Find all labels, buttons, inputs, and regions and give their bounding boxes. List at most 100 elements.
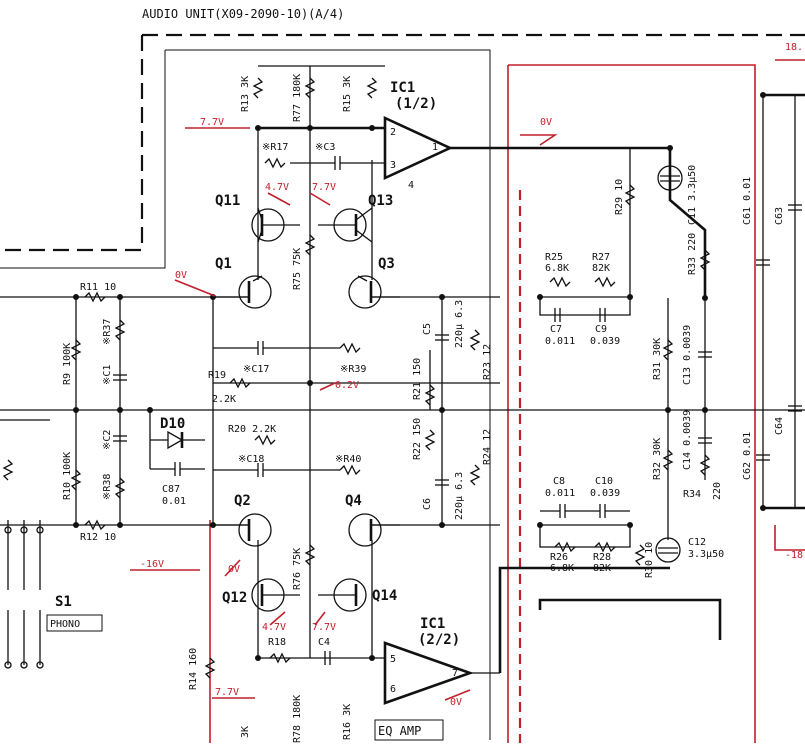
transistor-q4 bbox=[348, 513, 400, 547]
resistor-r22 bbox=[424, 429, 436, 451]
capacitor-c3 bbox=[290, 156, 385, 170]
transistor-q11 bbox=[251, 207, 300, 243]
label-c13: C13 0.0039 bbox=[682, 325, 693, 385]
label-r77: R77 180K bbox=[292, 74, 303, 122]
label-r23: R23 12 bbox=[482, 344, 493, 380]
label-r38: ※R38 bbox=[102, 474, 113, 500]
label-c18: ※C18 bbox=[238, 454, 264, 465]
label-r20: R20 2.2K bbox=[228, 424, 276, 435]
capacitor-c9 bbox=[599, 308, 606, 322]
transistor-q13 bbox=[318, 207, 373, 243]
label-ic1-top-unit: (1/2) bbox=[395, 96, 437, 112]
diode-d10 bbox=[149, 410, 205, 469]
capacitor-c64 bbox=[788, 405, 802, 412]
label-r22: R22 150 bbox=[412, 418, 423, 460]
capacitor-c61 bbox=[756, 259, 770, 266]
label-c63: C63 bbox=[774, 207, 785, 225]
capacitor-c12 bbox=[655, 537, 681, 563]
label-r16: R16 3K bbox=[342, 704, 353, 740]
volt-q14: 7.7V bbox=[312, 622, 336, 633]
label-q11: Q11 bbox=[215, 193, 240, 209]
capacitor-c14 bbox=[698, 437, 712, 444]
resistor-r21 bbox=[424, 384, 436, 406]
label-r30: R30 10 bbox=[644, 542, 655, 578]
label-ic1-top-pin4: 4 bbox=[408, 180, 414, 191]
label-phono: PHONO bbox=[50, 619, 80, 630]
capacitor-c62 bbox=[756, 454, 770, 461]
resistor-r11 bbox=[84, 291, 106, 303]
label-q12: Q12 bbox=[222, 590, 247, 606]
transistor-q14 bbox=[318, 578, 367, 612]
eq-amp-box bbox=[374, 719, 444, 741]
label-ic1-bottom-unit: (2/2) bbox=[418, 632, 460, 648]
resistor-r76 bbox=[304, 544, 316, 566]
label-r24: R24 12 bbox=[482, 429, 493, 465]
capacitor-c6 bbox=[435, 479, 449, 486]
label-r33: R33 220 bbox=[687, 233, 698, 275]
volt-bottom-left: 7.7V bbox=[215, 687, 239, 698]
label-c9: C9 bbox=[595, 324, 607, 335]
label-c61: C61 0.01 bbox=[742, 177, 753, 225]
schematic-title: AUDIO UNIT(X09-2090-10)(A/4) bbox=[142, 7, 344, 21]
label-r39: ※R39 bbox=[340, 364, 366, 375]
label-c5v: 220μ 6.3 bbox=[454, 300, 465, 348]
capacitor-c1 bbox=[113, 374, 127, 381]
volt-q11: 4.7V bbox=[265, 182, 289, 193]
output-wire-bottom bbox=[498, 566, 670, 673]
filter-top-cap bbox=[539, 297, 631, 316]
volt-out-bottom: 0V bbox=[450, 697, 462, 708]
label-d10: D10 bbox=[160, 416, 185, 432]
label-q4: Q4 bbox=[345, 493, 362, 509]
label-c87: C87 bbox=[162, 484, 180, 495]
label-r34v: 220 bbox=[712, 482, 723, 500]
resistor-r38 bbox=[114, 477, 126, 499]
label-c12: C12 bbox=[688, 537, 706, 548]
resistor-r29 bbox=[624, 184, 636, 206]
label-r37: ※R37 bbox=[102, 319, 113, 345]
label-r34: R34 bbox=[683, 489, 701, 500]
label-r76: R76 75K bbox=[292, 548, 303, 590]
label-q3: Q3 bbox=[378, 256, 395, 272]
resistor-r14 bbox=[204, 657, 216, 679]
resistor-r33 bbox=[699, 249, 711, 271]
label-s1: S1 bbox=[55, 594, 72, 610]
label-r31: R31 30K bbox=[652, 338, 663, 380]
label-ic1-top: IC1 bbox=[390, 80, 415, 96]
label-q1: Q1 bbox=[215, 256, 232, 272]
label-c9v: 0.039 bbox=[590, 336, 620, 347]
label-r26: R26 bbox=[550, 552, 568, 563]
resistor-r18 bbox=[269, 652, 291, 664]
volt-right-top: 18. bbox=[785, 42, 803, 53]
resistor-r20 bbox=[254, 434, 276, 446]
label-ic1-bottom: IC1 bbox=[420, 616, 445, 632]
label-r32: R32 30K bbox=[652, 438, 663, 480]
switch-s1-contacts bbox=[4, 520, 44, 669]
label-c12v: 3.3μ50 bbox=[688, 549, 724, 560]
label-r9: R9 100K bbox=[62, 343, 73, 385]
label-r18: R18 bbox=[268, 637, 286, 648]
label-c6: C6 bbox=[422, 498, 433, 510]
label-c1: ※C1 bbox=[102, 365, 113, 385]
label-c11: C11 3.3μ50 bbox=[687, 165, 698, 225]
capacitor-c10 bbox=[599, 504, 630, 518]
label-r40: ※R40 bbox=[335, 454, 361, 465]
capacitor-c4 bbox=[324, 651, 331, 665]
resistor-r34 bbox=[699, 454, 711, 476]
resistor-r19 bbox=[229, 377, 251, 389]
junction-dots bbox=[73, 92, 766, 661]
inner-border-top bbox=[165, 49, 491, 740]
capacitor-c5 bbox=[435, 334, 449, 341]
label-c3: ※C3 bbox=[315, 142, 335, 153]
transistor-q3 bbox=[348, 275, 400, 309]
capacitor-c8 bbox=[540, 504, 600, 518]
label-r19: R19 bbox=[208, 370, 226, 381]
label-r15: R15 3K bbox=[342, 76, 353, 112]
label-r75: R75 75K bbox=[292, 248, 303, 290]
label-c6v: 220μ 6.3 bbox=[454, 472, 465, 520]
resistor-r75 bbox=[304, 234, 316, 256]
label-c17: ※C17 bbox=[243, 364, 269, 375]
capacitor-c2 bbox=[113, 435, 127, 442]
capacitor-c63 bbox=[788, 204, 802, 211]
